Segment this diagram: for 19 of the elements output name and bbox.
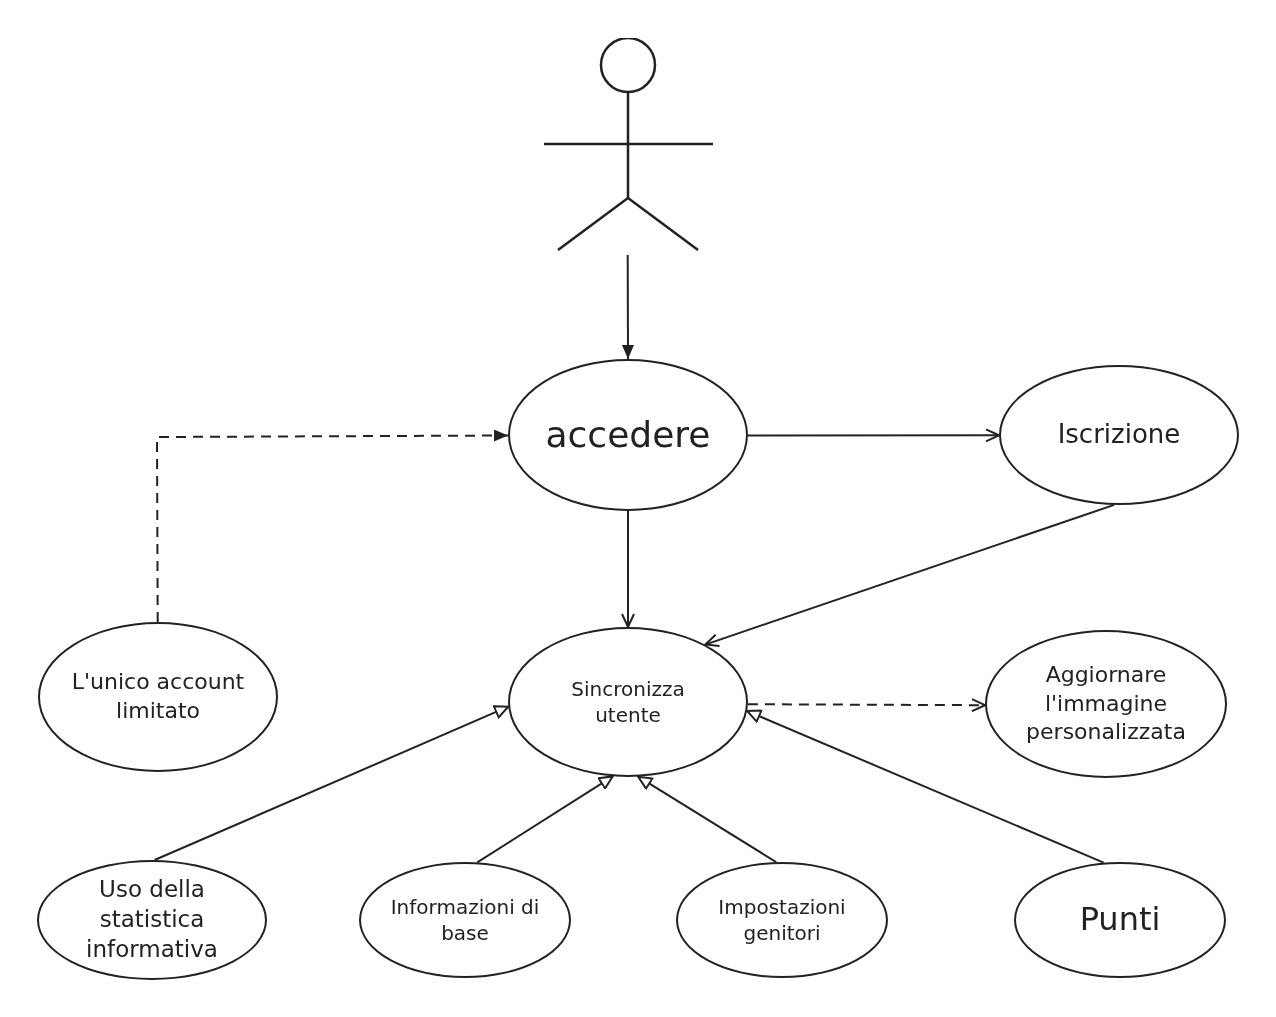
- arrow: [621, 254, 634, 360]
- use-case-label: Informazioni di base: [389, 894, 541, 946]
- use-case-label: Impostazioni genitori: [717, 894, 847, 946]
- use-case-label: Uso della statistica informativa: [85, 875, 219, 964]
- generalization-arrow: [476, 775, 614, 864]
- arrow: [747, 428, 1000, 443]
- use-case-label: Iscrizione: [1057, 418, 1181, 452]
- use-case-label: accedere: [545, 412, 711, 457]
- generalization-arrow: [746, 709, 1105, 864]
- generalization-arrow: [153, 705, 510, 861]
- dashed-arrow: [156, 429, 509, 623]
- dashed-arrow: [746, 698, 986, 713]
- use-case-label: L'unico account limitato: [70, 668, 246, 725]
- use-case-label: Sincronizza utente: [570, 676, 686, 728]
- generalization-arrow: [637, 775, 778, 864]
- use-case-label: Aggiornare l'immagine personalizzata: [1025, 661, 1187, 747]
- arrow: [621, 510, 635, 628]
- arrow: [704, 503, 1116, 648]
- use-case-label: Punti: [1079, 899, 1161, 941]
